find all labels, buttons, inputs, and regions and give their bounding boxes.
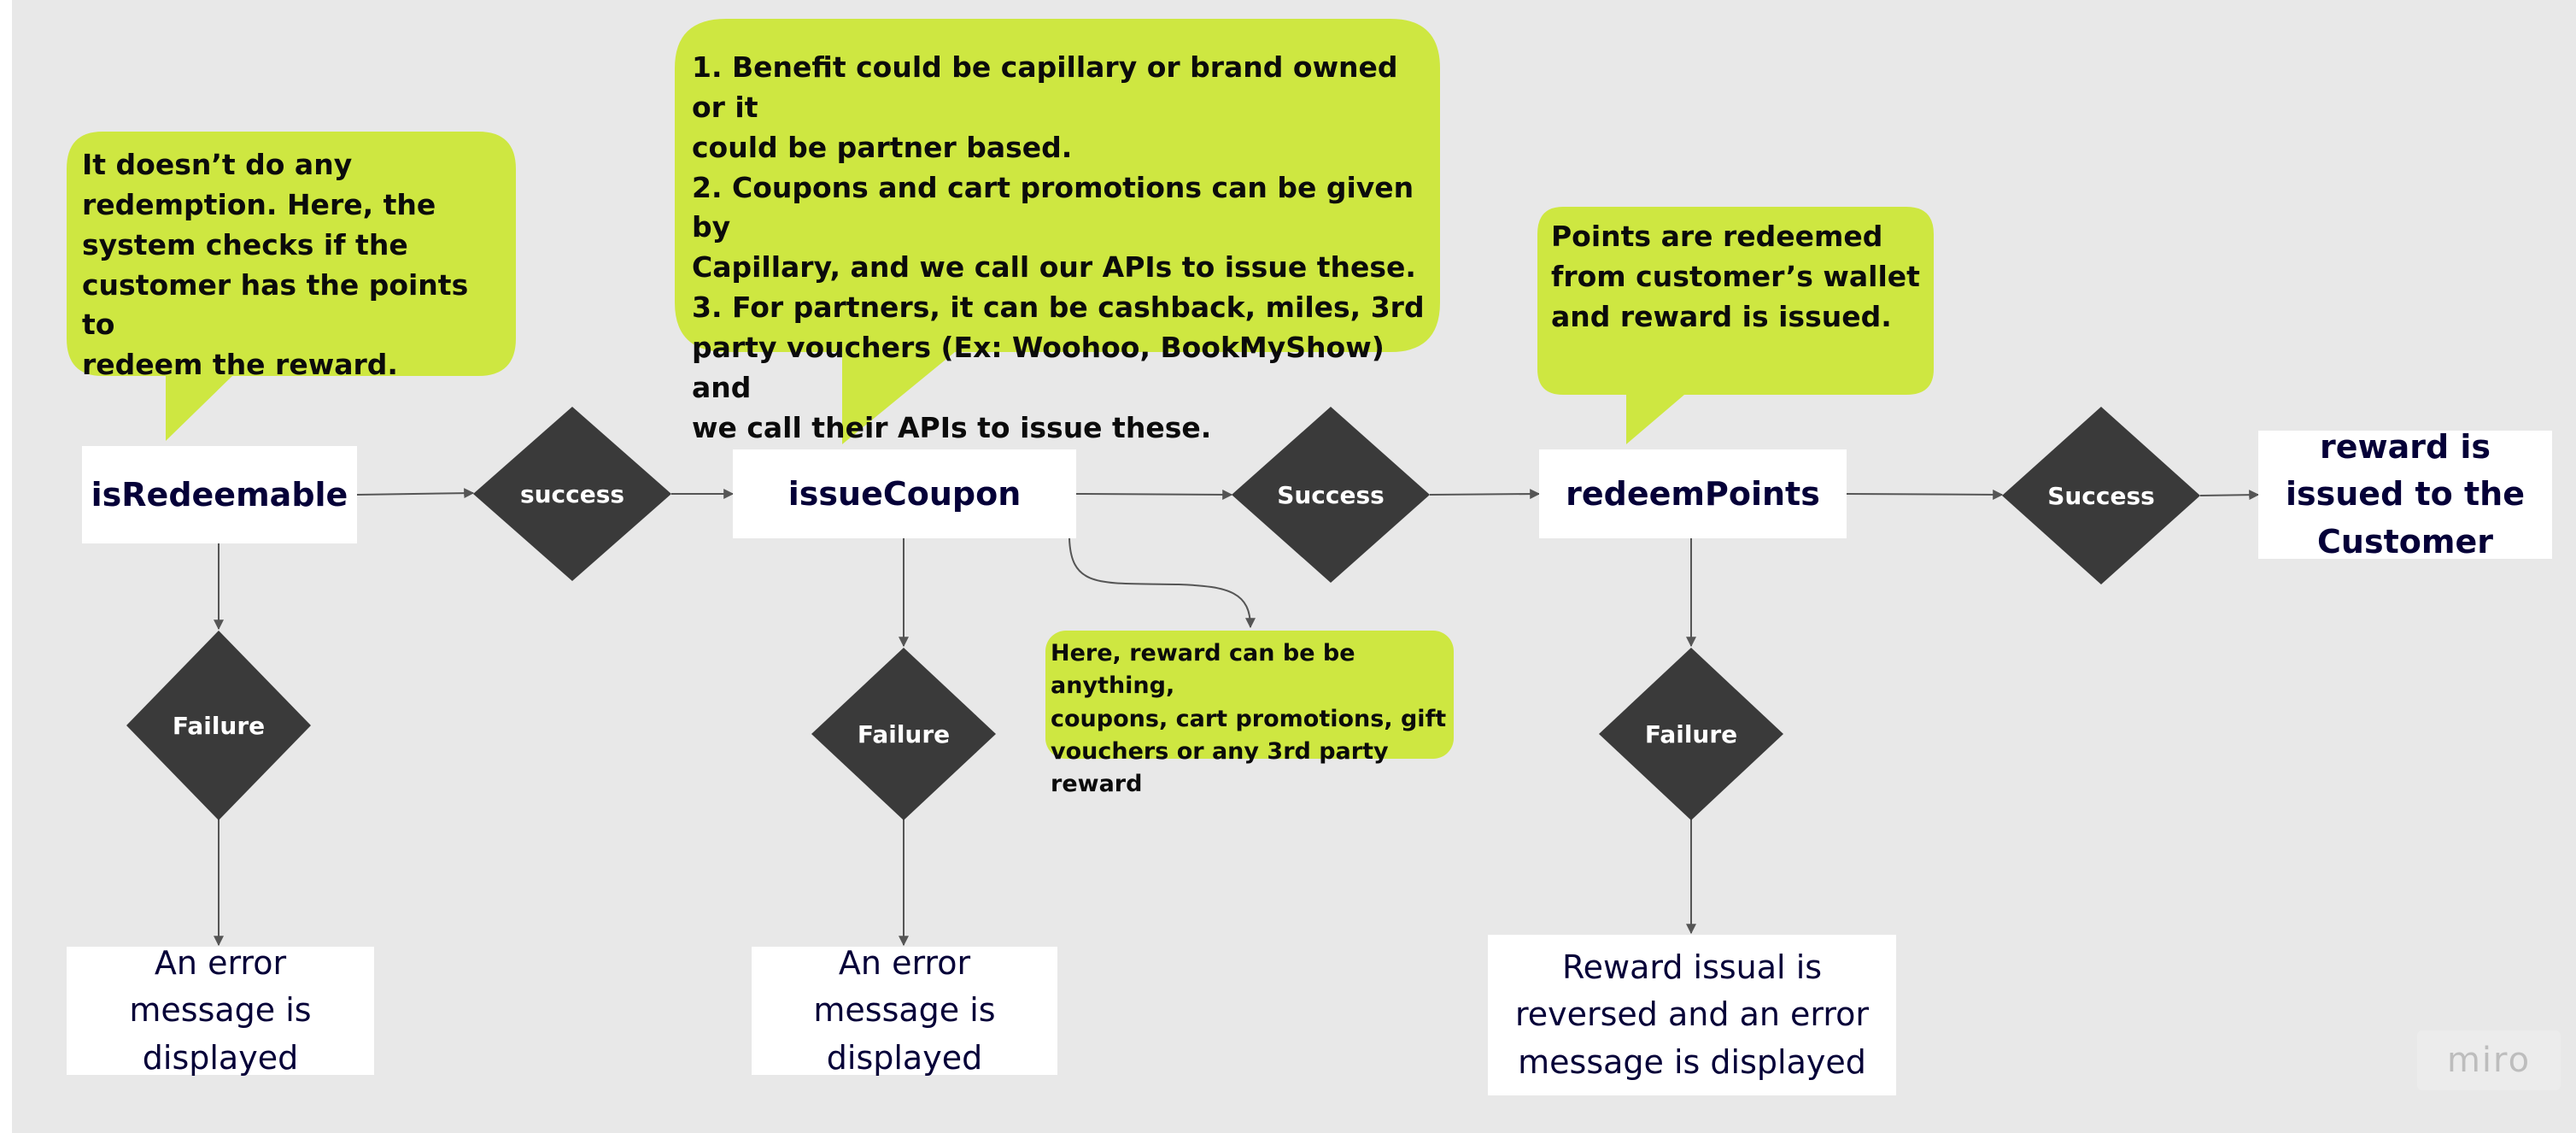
decision-failure-2[interactable]	[811, 648, 996, 820]
callout-text-is-redeemable: It doesn’t do any redemption. Here, the …	[82, 148, 469, 382]
decision-success-1[interactable]	[473, 407, 671, 581]
callout-text-issue-coupon: 1. Benefit could be capillary or brand o…	[692, 50, 1425, 444]
node-is-redeemable[interactable]: isRedeemable	[82, 446, 357, 543]
callout-bubble-redeem-points[interactable]	[1537, 207, 1934, 444]
canvas-edge	[0, 0, 12, 1133]
callout-bubble-issue-coupon[interactable]	[675, 19, 1440, 444]
callout-bubble-is-redeemable[interactable]	[67, 132, 516, 441]
decision-failure-1[interactable]	[126, 631, 311, 820]
node-issue-coupon[interactable]: issueCoupon	[733, 449, 1076, 538]
connector-success-to-reward	[2199, 490, 2260, 501]
node-redeem-points[interactable]: redeemPoints	[1539, 449, 1847, 538]
connector-redeem-points-to-success	[1846, 489, 2004, 500]
connector-issue-coupon-to-reward-note	[1068, 537, 1256, 629]
node-error-1[interactable]: An error message is displayed	[67, 944, 374, 1077]
callout-text-redeem-points: Points are redeemed from customer’s wall…	[1551, 220, 1920, 333]
connector-is-redeemable-to-success	[356, 488, 475, 499]
decision-success-3[interactable]	[2002, 407, 2200, 584]
decision-success-2[interactable]	[1232, 407, 1430, 583]
node-error-3[interactable]: Reward issual is reversed and an error m…	[1488, 935, 1896, 1095]
decision-failure-3[interactable]	[1599, 648, 1783, 820]
node-error-2[interactable]: An error message is displayed	[752, 944, 1057, 1077]
callout-text-reward: Here, reward can be be anything, coupons…	[1051, 640, 1447, 798]
miro-logo: miro	[2417, 1030, 2561, 1090]
callout-bubble-reward[interactable]	[1045, 631, 1454, 759]
connector-success-to-redeem-points	[1429, 489, 1541, 500]
connector-issue-coupon-to-success	[1075, 489, 1233, 500]
node-reward-issued[interactable]: reward is issued to the Customer	[2258, 428, 2552, 561]
